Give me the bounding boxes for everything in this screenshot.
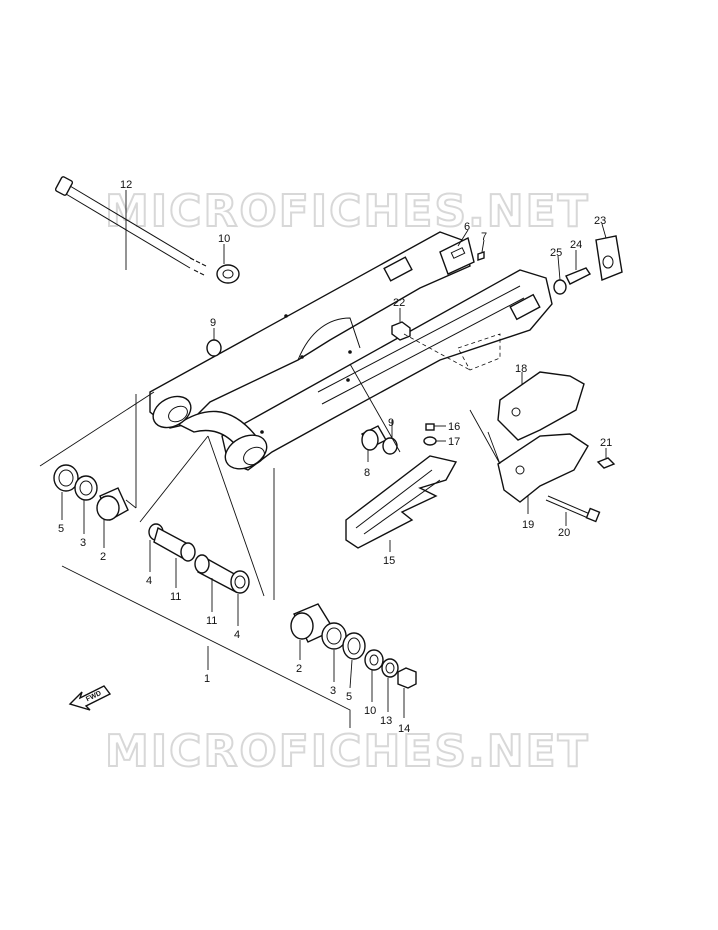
washer-25 [553,279,567,295]
axle-bolt [54,176,207,276]
chain-slider [345,455,458,549]
watermark-top: MICROFICHES.NET [105,186,590,237]
washer-13 [381,658,399,678]
screw-7 [477,251,485,261]
chain-adjuster-plate [439,236,475,275]
watermark-bottom: MICROFICHES.NET [105,726,590,777]
callout-17: 17 [448,436,460,448]
callout-2-left: 2 [100,551,106,563]
oil-seal-left [53,464,79,492]
callout-25: 25 [550,247,562,259]
axle-block [595,235,623,281]
callout-5-left: 5 [58,523,64,535]
washer-9-right [382,437,398,455]
oil-seal-right [342,632,366,660]
callout-14: 14 [398,723,410,735]
callout-12: 12 [120,179,132,191]
callout-4-right: 4 [234,629,240,641]
collar-4-right [230,570,250,594]
nut-14 [397,667,417,689]
washer-10-lower [364,649,384,671]
callout-13: 13 [380,715,392,727]
chain-guide-upper [497,371,585,441]
chain-guide-lower [497,433,589,503]
callouts: 12 10 9 6 7 23 25 24 22 18 9 16 17 8 21 … [58,179,612,735]
callout-20: 20 [558,527,570,539]
callout-1: 1 [204,673,210,685]
callout-4-left: 4 [146,575,152,587]
spacer-3-left [74,475,98,501]
callout-11-right: 11 [206,615,217,627]
callout-9-right: 9 [388,417,394,429]
callout-7: 7 [481,231,487,243]
callout-10-upper: 10 [218,233,230,245]
callout-2-right: 2 [296,663,302,675]
callout-23: 23 [594,215,606,227]
callout-15: 15 [383,555,395,567]
callout-5-right: 5 [346,691,352,703]
callout-10-lower: 10 [364,705,376,717]
bolt-21 [596,457,616,469]
callout-3-left: 3 [80,537,86,549]
callout-18: 18 [515,363,527,375]
collar-11-right [194,554,239,594]
bearing-2-left [96,487,129,521]
collar-11-left [153,526,196,562]
callout-9-upper: 9 [210,317,216,329]
callout-8: 8 [364,467,370,479]
washer-9-left [206,339,222,357]
callout-3-right: 3 [330,685,336,697]
callout-24: 24 [570,239,582,251]
washer-10-upper [216,264,240,284]
callout-16: 16 [448,421,460,433]
callout-6: 6 [464,221,470,233]
swingarm [149,231,553,471]
callout-19: 19 [522,519,534,531]
bolt-16 [425,423,435,431]
washer-17 [423,436,437,446]
callout-22: 22 [393,297,405,309]
callout-21: 21 [600,437,612,449]
adjuster-bolt [565,267,592,285]
fwd-arrow-icon: FWD [68,685,112,711]
nut-22 [391,321,411,341]
bolt-20 [545,495,601,523]
callout-11-left: 11 [170,591,181,603]
